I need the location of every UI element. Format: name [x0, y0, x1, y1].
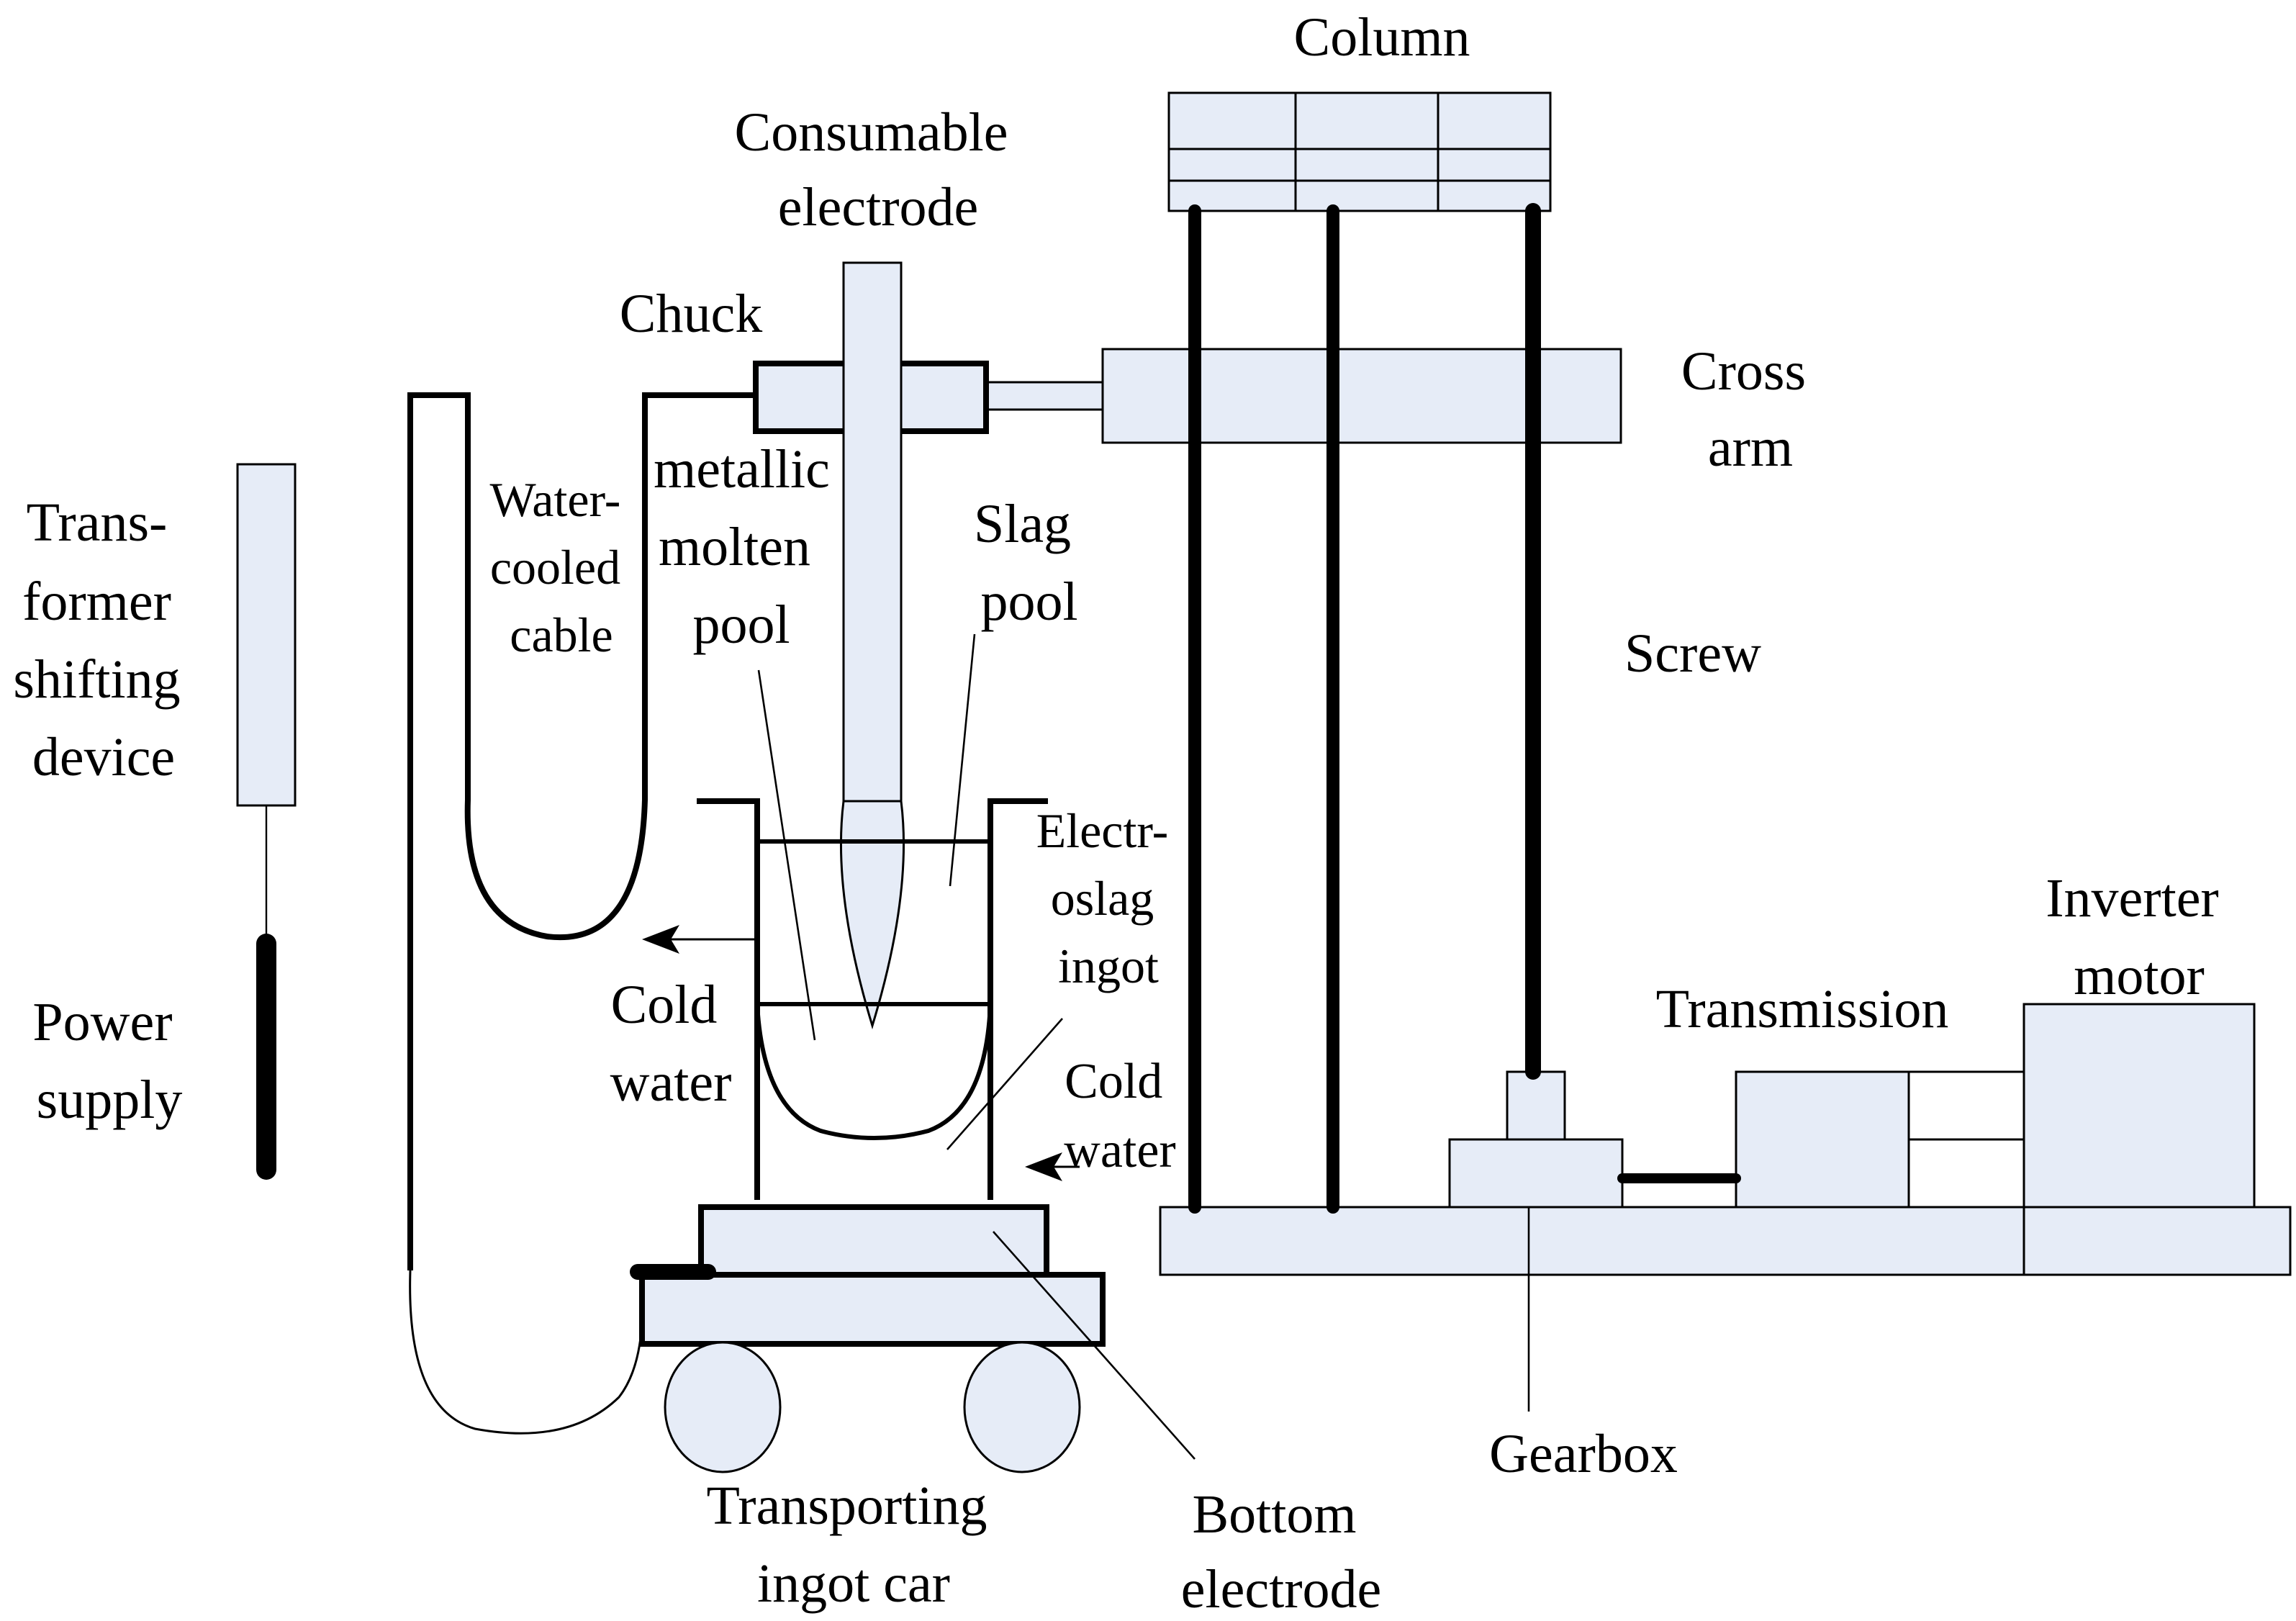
label-electroslag-ingot: Electr- oslag ingot	[1036, 803, 1181, 993]
leader-ingot	[946, 1018, 1063, 1150]
cross-arm-connector	[985, 381, 1104, 411]
label-inverter-motor: Inverter motor	[2046, 868, 2233, 1006]
screw-coupling	[1506, 1070, 1566, 1141]
label-consumable-electrode: Consumable electrode	[735, 102, 1022, 238]
leader-molten-pool	[757, 669, 816, 1041]
inverter-motor	[2022, 1003, 2256, 1209]
label-cold-water-left: Cold water	[610, 975, 732, 1113]
gearbox	[1448, 1138, 1624, 1209]
label-transmission: Transmission	[1656, 979, 1949, 1039]
label-chuck: Chuck	[620, 284, 762, 344]
label-gearbox: Gearbox	[1489, 1424, 1678, 1484]
consumable-electrode	[839, 261, 905, 1030]
label-column: Column	[1294, 7, 1470, 68]
label-slag-pool: Slag pool	[974, 494, 1085, 632]
label-metallic-molten-pool: metallic molten pool	[654, 439, 844, 655]
bottom-electrode	[698, 1204, 1049, 1278]
cold-water-arrow-left	[642, 925, 757, 954]
transformer-shifting-device	[236, 463, 297, 807]
label-cold-water-right: Cold water	[1064, 1054, 1175, 1178]
leader-slag-pool	[949, 633, 976, 887]
bottom-cable	[409, 1270, 643, 1435]
label-power-supply: Power supply	[32, 992, 186, 1130]
label-transformer-shifting-device: Trans- former shifting device	[13, 492, 194, 787]
column	[1167, 91, 1552, 212]
label-cross-arm: Cross arm	[1681, 341, 1820, 478]
label-water-cooled-cable: Water- cooled cable	[490, 472, 633, 662]
label-bottom-electrode: Bottom electrode	[1181, 1484, 1381, 1620]
mold	[697, 798, 1048, 1200]
cross-arm	[1101, 348, 1622, 444]
water-cooled-cable	[407, 392, 756, 1270]
base-platform	[1159, 1206, 2292, 1276]
car-wheel-right	[963, 1341, 1081, 1473]
car-wheel-left	[664, 1341, 782, 1473]
leader-bottom-electrode	[993, 1231, 1196, 1460]
label-screw: Screw	[1624, 623, 1761, 684]
ingot-car-body	[639, 1272, 1106, 1347]
cold-water-arrow-right	[1025, 1152, 1080, 1181]
transmission	[1735, 1070, 2141, 1209]
label-transporting-ingot-car: Transporting ingot car	[707, 1476, 1001, 1614]
